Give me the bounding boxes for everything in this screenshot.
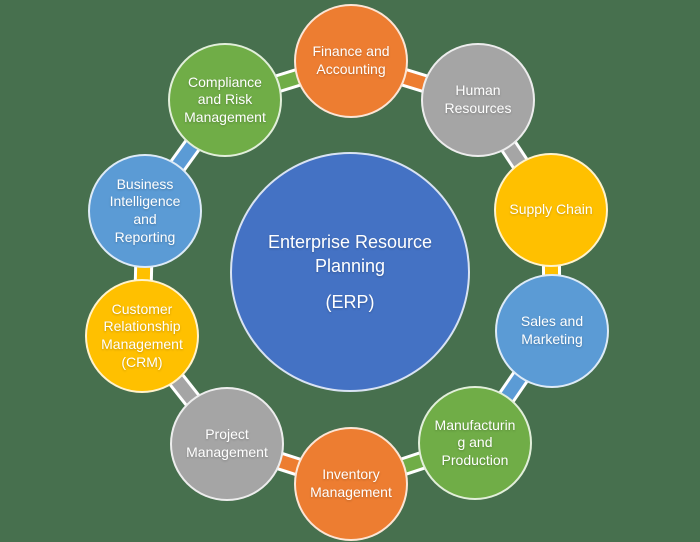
node-sales-and-marketing: Sales and Marketing (495, 274, 609, 388)
node-business-intelligence-and-reporting: Business Intelligence and Reporting (88, 154, 202, 268)
node-enterprise-resource-planning: Enterprise Resource Planning (ERP) (230, 152, 470, 392)
node-human-resources: Human Resources (421, 43, 535, 157)
node-manufacturing-and-production: Manufacturin g and Production (418, 386, 532, 500)
node-label: Inventory Management (310, 466, 392, 500)
node-label: Business Intelligence and Reporting (109, 175, 181, 245)
node-label: Supply Chain (509, 201, 593, 218)
node-label: Finance and Accounting (312, 43, 390, 77)
node-label: Human Resources (444, 82, 512, 116)
node-label: Sales and Marketing (520, 313, 584, 347)
node-label: Compliance and Risk Management (184, 73, 266, 125)
center-title: Enterprise Resource Planning (267, 232, 433, 277)
node-label: Project Management (186, 426, 268, 460)
center-subtitle: (ERP) (325, 291, 375, 312)
node-customer-relationship-management: Customer Relationship Management (CRM) (85, 279, 199, 393)
node-compliance-and-risk-management: Compliance and Risk Management (168, 43, 282, 157)
node-label: Customer Relationship Management (CRM) (101, 300, 183, 370)
node-supply-chain: Supply Chain (494, 153, 608, 267)
node-finance-and-accounting: Finance and Accounting (294, 4, 408, 118)
node-label: Manufacturin g and Production (434, 416, 516, 468)
node-inventory-management: Inventory Management (294, 427, 408, 541)
node-project-management: Project Management (170, 387, 284, 501)
